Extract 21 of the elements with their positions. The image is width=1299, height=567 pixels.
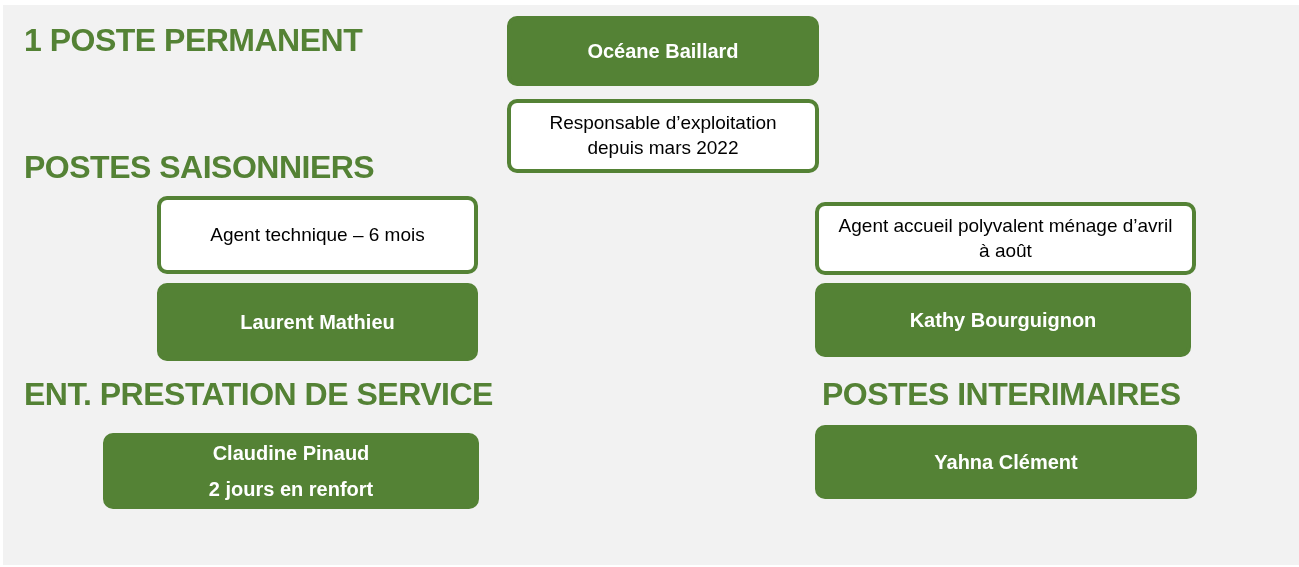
role-box: [507, 99, 819, 173]
section-heading: 1 POSTE PERMANENT: [24, 21, 363, 60]
role-description: Responsable d’exploitation depuis mars 2022: [548, 111, 778, 160]
name-box: [815, 425, 1197, 499]
person-name: Laurent Mathieu: [240, 310, 395, 335]
section-heading: POSTES INTERIMAIRES: [822, 375, 1181, 414]
person-name: 2 jours en renfort: [208, 477, 374, 502]
name-box: [507, 16, 819, 86]
role-box: [157, 196, 478, 274]
role-box: [815, 202, 1196, 275]
person-name: Claudine Pinaud: [212, 441, 370, 466]
role-description: Agent technique – 6 mois: [210, 222, 425, 247]
name-box: [815, 283, 1191, 357]
name-box: [103, 433, 479, 509]
person-name: Kathy Bourguignon: [909, 308, 1097, 333]
person-name: Yahna Clément: [934, 450, 1078, 475]
name-box: [157, 283, 478, 361]
section-heading: ENT. PRESTATION DE SERVICE: [24, 375, 493, 414]
section-heading: POSTES SAISONNIERS: [24, 148, 375, 187]
role-description: Agent accueil polyvalent ménage d’avril à août: [837, 213, 1174, 263]
person-name: Océane Baillard: [587, 39, 739, 64]
